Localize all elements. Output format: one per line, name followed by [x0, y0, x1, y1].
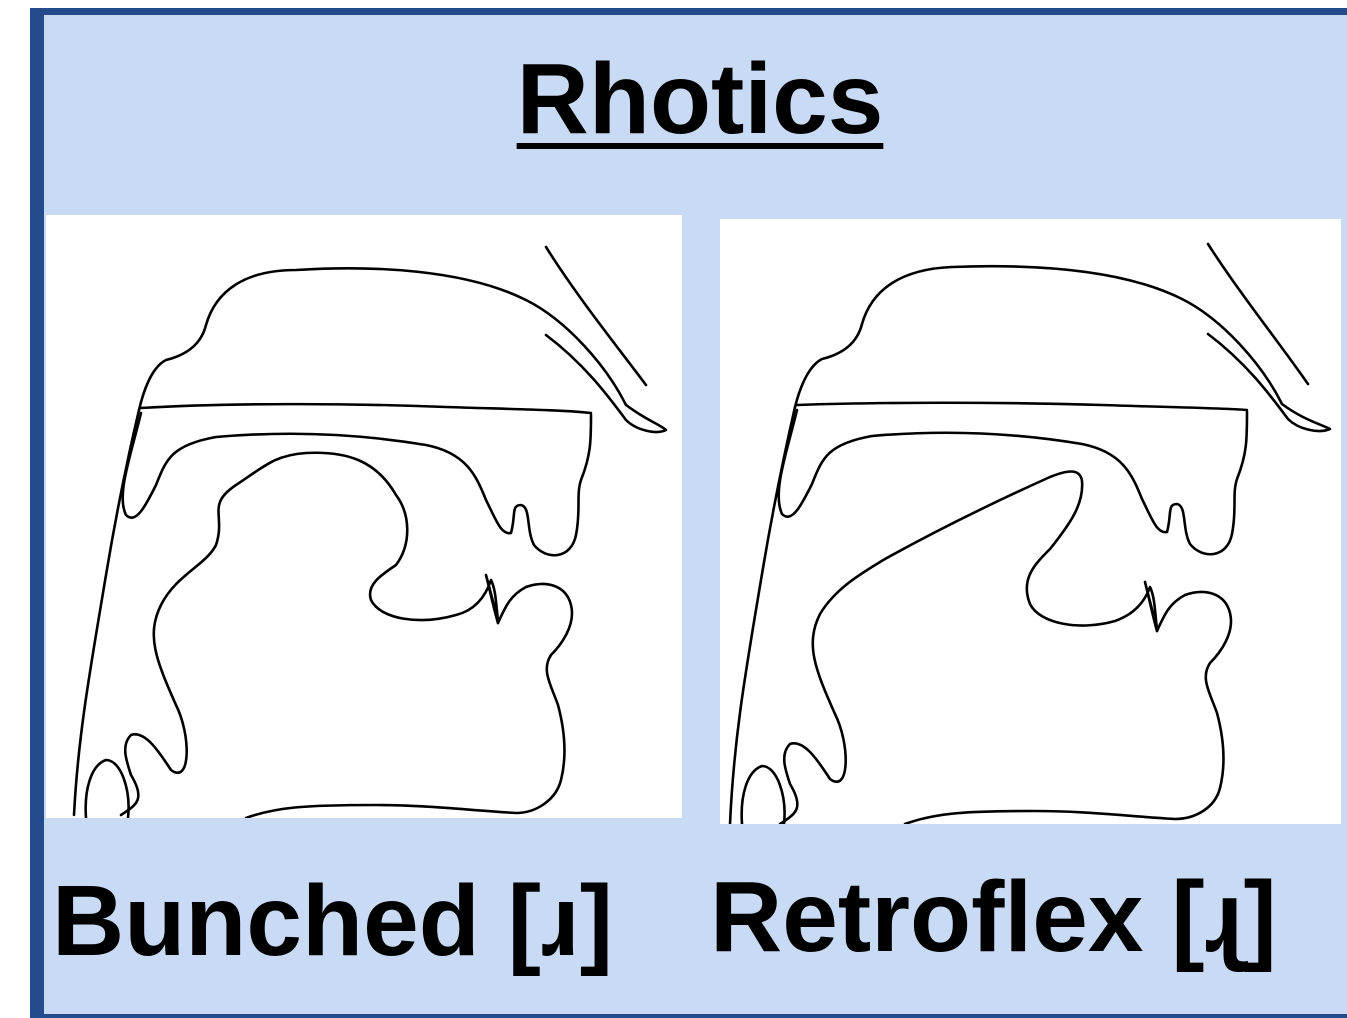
nose-line [546, 247, 646, 385]
lower-jaw-outline [905, 592, 1231, 824]
bunched-diagram-panel [46, 215, 682, 818]
bunched-tongue [121, 453, 498, 815]
epiglottis-outline [86, 760, 129, 818]
palate-line [797, 403, 1247, 410]
bunched-vocal-tract-diagram [46, 215, 682, 818]
nasal-cavity-outline [139, 268, 666, 432]
retroflex-vocal-tract-diagram [720, 219, 1341, 824]
retroflex-tongue [780, 472, 1157, 825]
retroflex-label: Retroflex [ɻ] [710, 862, 1277, 972]
slide-title: Rhotics [470, 44, 930, 154]
nose-line [1208, 244, 1308, 384]
epiglottis-outline [742, 766, 785, 824]
palate-line [141, 404, 591, 413]
nasal-cavity-outline [795, 266, 1330, 431]
pharynx-wall [74, 410, 139, 815]
upper-mouth-outline [123, 413, 591, 555]
bunched-label: Bunched [ɹ] [52, 866, 613, 976]
upper-mouth-outline [779, 410, 1247, 554]
retroflex-diagram-panel [720, 219, 1341, 824]
